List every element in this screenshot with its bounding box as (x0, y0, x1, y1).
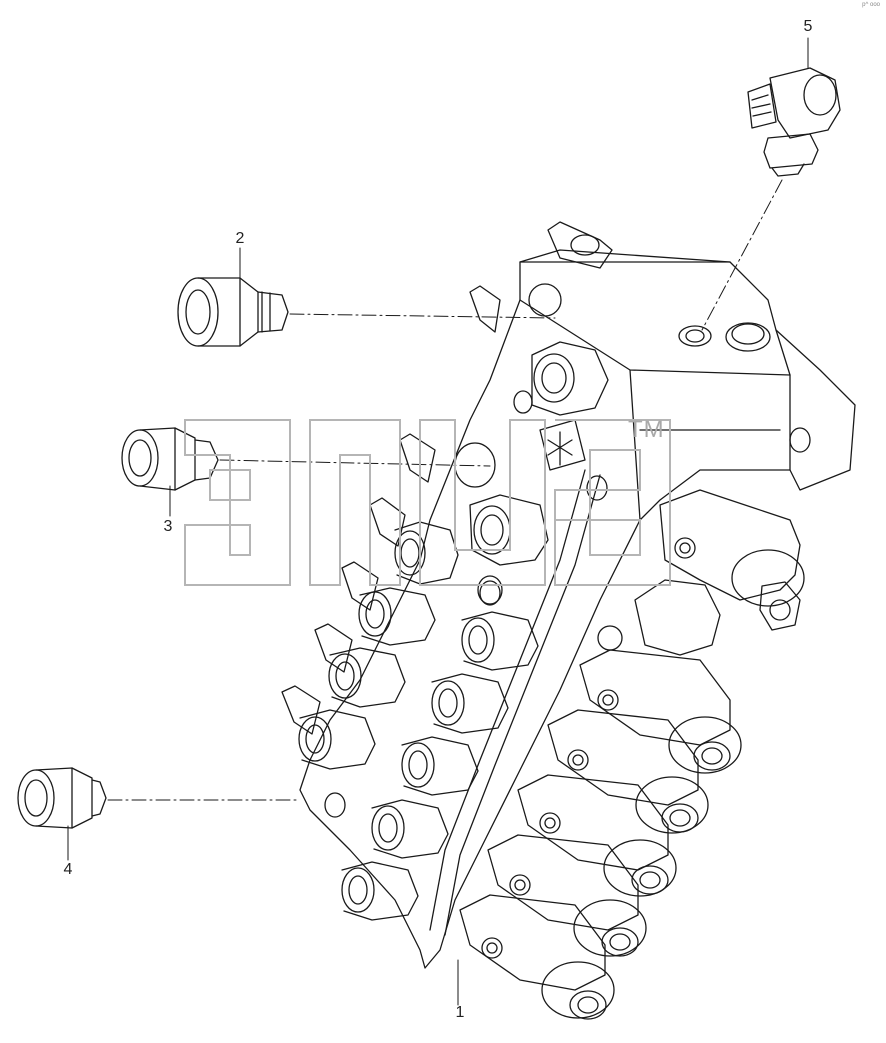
callout-lines (67, 37, 809, 1006)
solenoid-sections (459, 489, 805, 1020)
part-3-fitting (121, 427, 219, 491)
part-5-sensor (747, 67, 841, 177)
part-4-fitting (17, 767, 107, 829)
part-2-fitting (177, 277, 289, 347)
callout-2: 2 (235, 230, 245, 247)
watermark-logo (184, 419, 671, 586)
control-valve-block (281, 221, 856, 969)
leader-lines (107, 179, 783, 801)
callout-4: 4 (63, 861, 73, 878)
watermark-trademark: TM (628, 416, 665, 443)
callout-5: 5 (803, 18, 813, 35)
port-fittings (298, 521, 539, 921)
callout-1: 1 (455, 1004, 465, 1021)
callout-3: 3 (163, 518, 173, 535)
corner-mark: p^ ooo (862, 2, 880, 8)
